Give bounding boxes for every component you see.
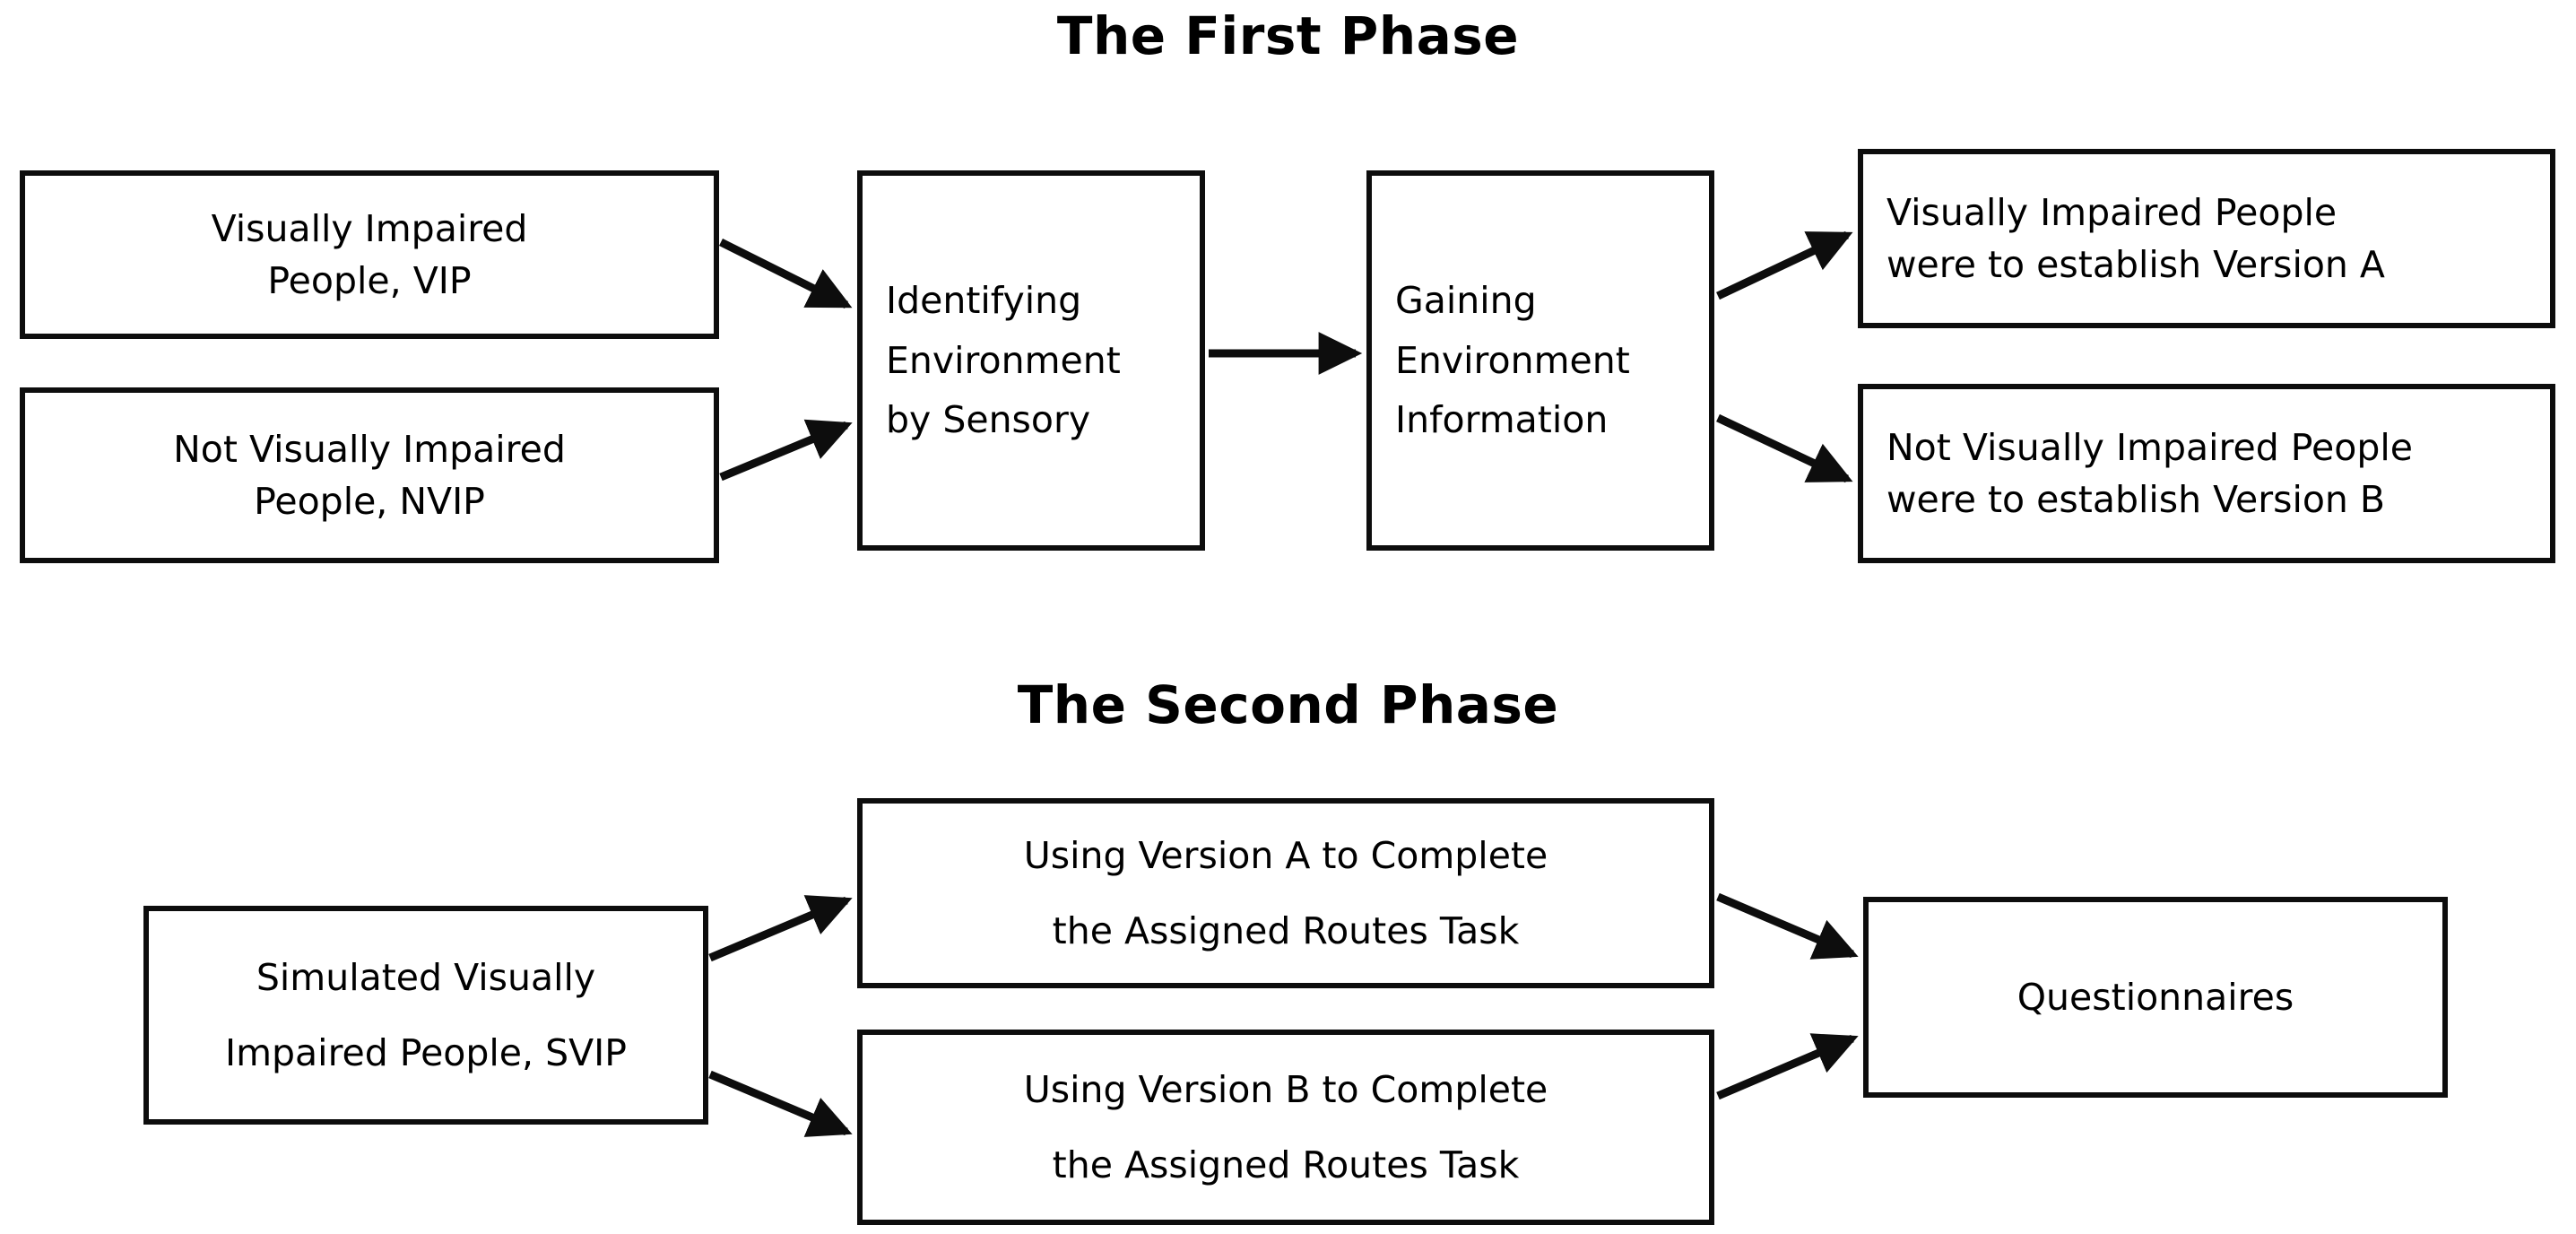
node-not-visually-impaired-people: Not Visually Impaired People, NVIP (20, 387, 719, 563)
node-label: Not Visually Impaired People, NVIP (173, 427, 566, 523)
node-label: Visually Impaired People were to establi… (1886, 190, 2385, 286)
edge-gaining-to-version-a (1716, 230, 1853, 300)
edge-task-a-to-questionnaires (1716, 892, 1859, 960)
node-label: Using Version B to Complete the Assigned… (1023, 1067, 1548, 1186)
node-label: Not Visually Impaired People were to est… (1886, 425, 2413, 521)
node-simulated-visually-impaired-people: Simulated Visually Impaired People, SVIP (143, 906, 708, 1125)
node-label: Visually Impaired People, VIP (211, 206, 528, 302)
node-visually-impaired-people: Visually Impaired People, VIP (20, 170, 719, 339)
node-label: Questionnaires (2017, 975, 2294, 1019)
node-gaining-environment-information: Gaining Environment Information (1366, 170, 1714, 551)
edge-svip-to-task-b (708, 1070, 853, 1137)
node-label: Simulated Visually Impaired People, SVIP (225, 955, 627, 1074)
edge-svip-to-task-a (708, 895, 853, 962)
node-questionnaires: Questionnaires (1863, 897, 2448, 1098)
node-label: Identifying Environment by Sensory (886, 279, 1121, 442)
node-task-version-a: Using Version A to Complete the Assigned… (857, 798, 1714, 988)
phase-1-title: The First Phase (1056, 5, 1520, 66)
edge-gaining-to-version-b (1716, 413, 1853, 483)
edge-vip-to-identify (718, 238, 853, 309)
node-label: Using Version A to Complete the Assigned… (1023, 833, 1548, 952)
node-version-b-establishment: Not Visually Impaired People were to est… (1858, 384, 2555, 563)
node-label: Gaining Environment Information (1395, 279, 1630, 442)
node-version-a-establishment: Visually Impaired People were to establi… (1858, 149, 2555, 328)
edge-task-b-to-questionnaires (1716, 1033, 1859, 1100)
node-task-version-b: Using Version B to Complete the Assigned… (857, 1030, 1714, 1225)
node-identifying-environment-by-sensory: Identifying Environment by Sensory (857, 170, 1205, 551)
edge-nvip-to-identify (719, 419, 853, 482)
phase-2-title: The Second Phase (1017, 674, 1559, 735)
